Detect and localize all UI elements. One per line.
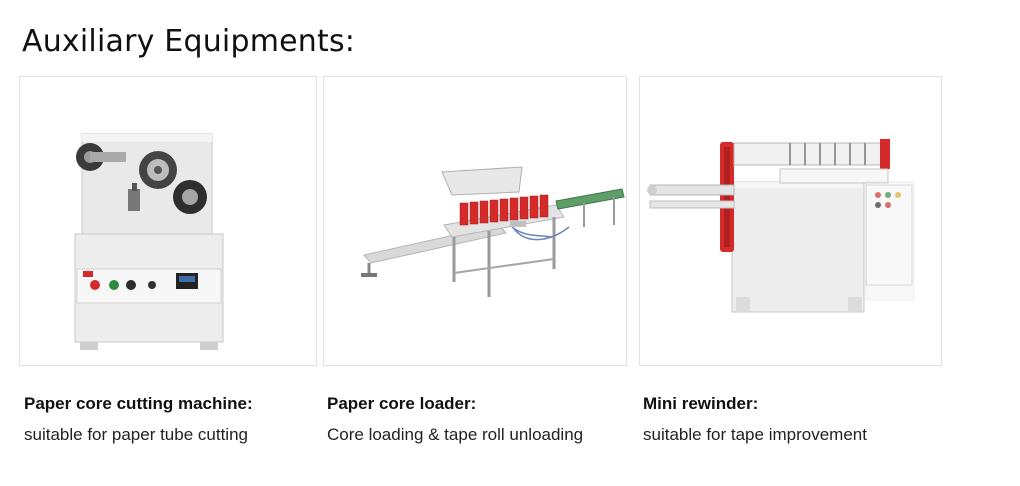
paper-core-loader-illustration: [361, 166, 625, 297]
product-title: Paper core loader:: [327, 394, 477, 413]
product-title: Mini rewinder:: [643, 394, 759, 413]
product-title: Paper core cutting machine:: [24, 394, 253, 413]
page-heading: Auxiliary Equipments:: [22, 24, 356, 59]
product-caption-mini-rewinder: Mini rewinder: suitable for tape improve…: [643, 394, 867, 445]
mini-rewinder-illustration: [647, 139, 915, 313]
product-caption-paper-core-cutting-machine: Paper core cutting machine: suitable for…: [24, 394, 253, 445]
product-description: suitable for tape improvement: [643, 425, 867, 444]
product-description: suitable for paper tube cutting: [24, 425, 248, 444]
product-description: Core loading & tape roll unloading: [327, 425, 584, 444]
product-caption-paper-core-loader: Paper core loader: Core loading & tape r…: [327, 394, 583, 445]
product-image-mini-rewinder: [639, 76, 942, 366]
product-image-paper-core-loader: [323, 76, 627, 366]
paper-core-cutting-machine-illustration: [74, 133, 224, 350]
product-image-paper-core-cutting-machine: [19, 76, 317, 366]
